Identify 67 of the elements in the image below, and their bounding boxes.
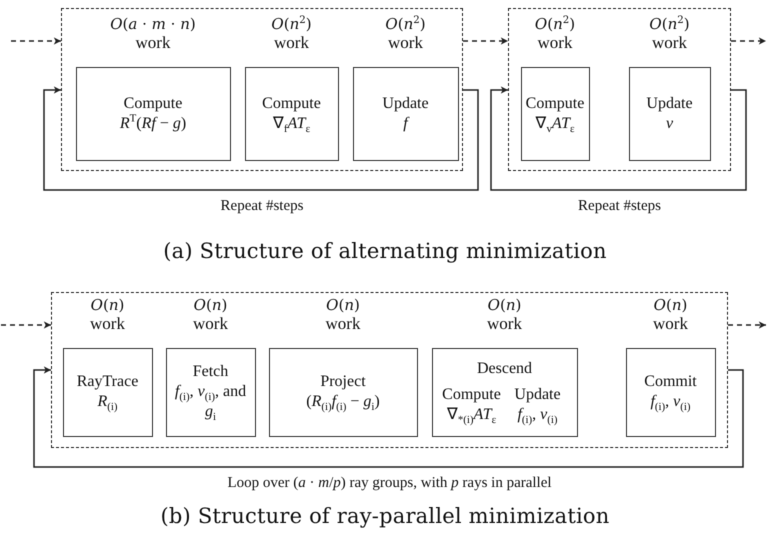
work-label: work xyxy=(653,314,688,334)
process-box xyxy=(244,66,338,160)
arrow xyxy=(463,37,508,45)
loop-arrow xyxy=(43,86,479,191)
dashed-stage-frame xyxy=(51,292,728,448)
work-label: work xyxy=(90,314,125,334)
step-formula: f xyxy=(403,114,408,134)
work-label: work xyxy=(652,32,687,53)
process-box xyxy=(626,348,716,436)
step-formula: R$^{T}$(Rf − g) xyxy=(120,114,186,134)
complexity-label: O(n$^{2}$) xyxy=(649,14,690,32)
arrow xyxy=(1,321,51,329)
process-box xyxy=(76,66,230,160)
step-title: Compute xyxy=(124,94,182,114)
work-label: work xyxy=(538,32,572,53)
process-box xyxy=(520,66,590,160)
arrow xyxy=(728,321,766,329)
arrow xyxy=(731,37,766,45)
complexity-label: O(n) xyxy=(90,296,124,314)
step-formula: R$_{(i)}$ xyxy=(97,392,118,412)
edge-label: Repeat #steps xyxy=(220,198,304,215)
step-formula: (R$_{(i)}$f$_{(i)}$ − g$_{i}$) xyxy=(306,392,380,412)
work-label: work xyxy=(326,314,360,334)
process-box xyxy=(166,348,256,436)
step-title: RayTrace xyxy=(76,372,138,392)
complexity-label: O(n) xyxy=(194,296,228,314)
dashed-stage-frame xyxy=(61,8,463,171)
step-title: Fetch xyxy=(192,362,228,382)
complexity-label: O(n) xyxy=(654,296,688,314)
step-title: Update xyxy=(382,94,429,114)
process-box xyxy=(628,66,710,160)
step-formula: v xyxy=(666,114,674,134)
edge-label: Loop over (a · m/p) ray groups, with p rays in parallel xyxy=(227,475,552,492)
arrow xyxy=(11,37,61,45)
process-box xyxy=(62,348,152,436)
step-formula: ∇$_{f}$AT$_{ε}$ xyxy=(272,114,310,134)
figure-caption: (b) Structure of ray-parallel minimization xyxy=(160,504,610,528)
step-title: Compute xyxy=(262,94,321,114)
work-label: work xyxy=(388,32,423,53)
process-box xyxy=(268,348,418,436)
step-title: Commit xyxy=(644,372,697,392)
work-label: work xyxy=(193,314,228,334)
step-formula: ∇$_{v}$AT$_{ε}$ xyxy=(535,114,575,134)
dashed-stage-frame xyxy=(508,8,731,171)
complexity-label: O(n$^{2}$) xyxy=(534,14,576,32)
process-box xyxy=(352,66,458,160)
figure-caption: (a) Structure of alternating minimization xyxy=(162,239,608,263)
step-formula: Compute ∇$_{*(i)}$AT$_{ε}$ xyxy=(441,385,502,425)
step-title: Descend xyxy=(476,359,534,379)
step-formula: Update f$_{(i)}$, v$_{(i)}$ xyxy=(513,385,562,425)
complexity-label: O(n) xyxy=(488,296,522,314)
work-label: work xyxy=(274,32,309,53)
complexity-label: O(a · m · n) xyxy=(110,14,196,32)
complexity-label: O(n) xyxy=(326,296,360,314)
complexity-label: O(n$^{2}$) xyxy=(271,14,312,32)
step-title: Compute xyxy=(526,94,584,114)
work-label: work xyxy=(487,314,522,334)
work-label: work xyxy=(136,32,170,53)
loop-arrow xyxy=(490,86,747,191)
complexity-label: O(n$^{2}$) xyxy=(385,14,426,32)
edge-label: Repeat #steps xyxy=(578,198,661,215)
step-formula: f$_{(i)}$, v$_{(i)}$, and g$_{i}$ xyxy=(174,382,248,422)
step-formula: f$_{(i)}$, v$_{(i)}$ xyxy=(650,392,691,412)
loop-arrow xyxy=(33,366,744,468)
process-box xyxy=(432,348,578,436)
step-title: Update xyxy=(646,94,693,114)
step-title: Project xyxy=(320,372,366,392)
